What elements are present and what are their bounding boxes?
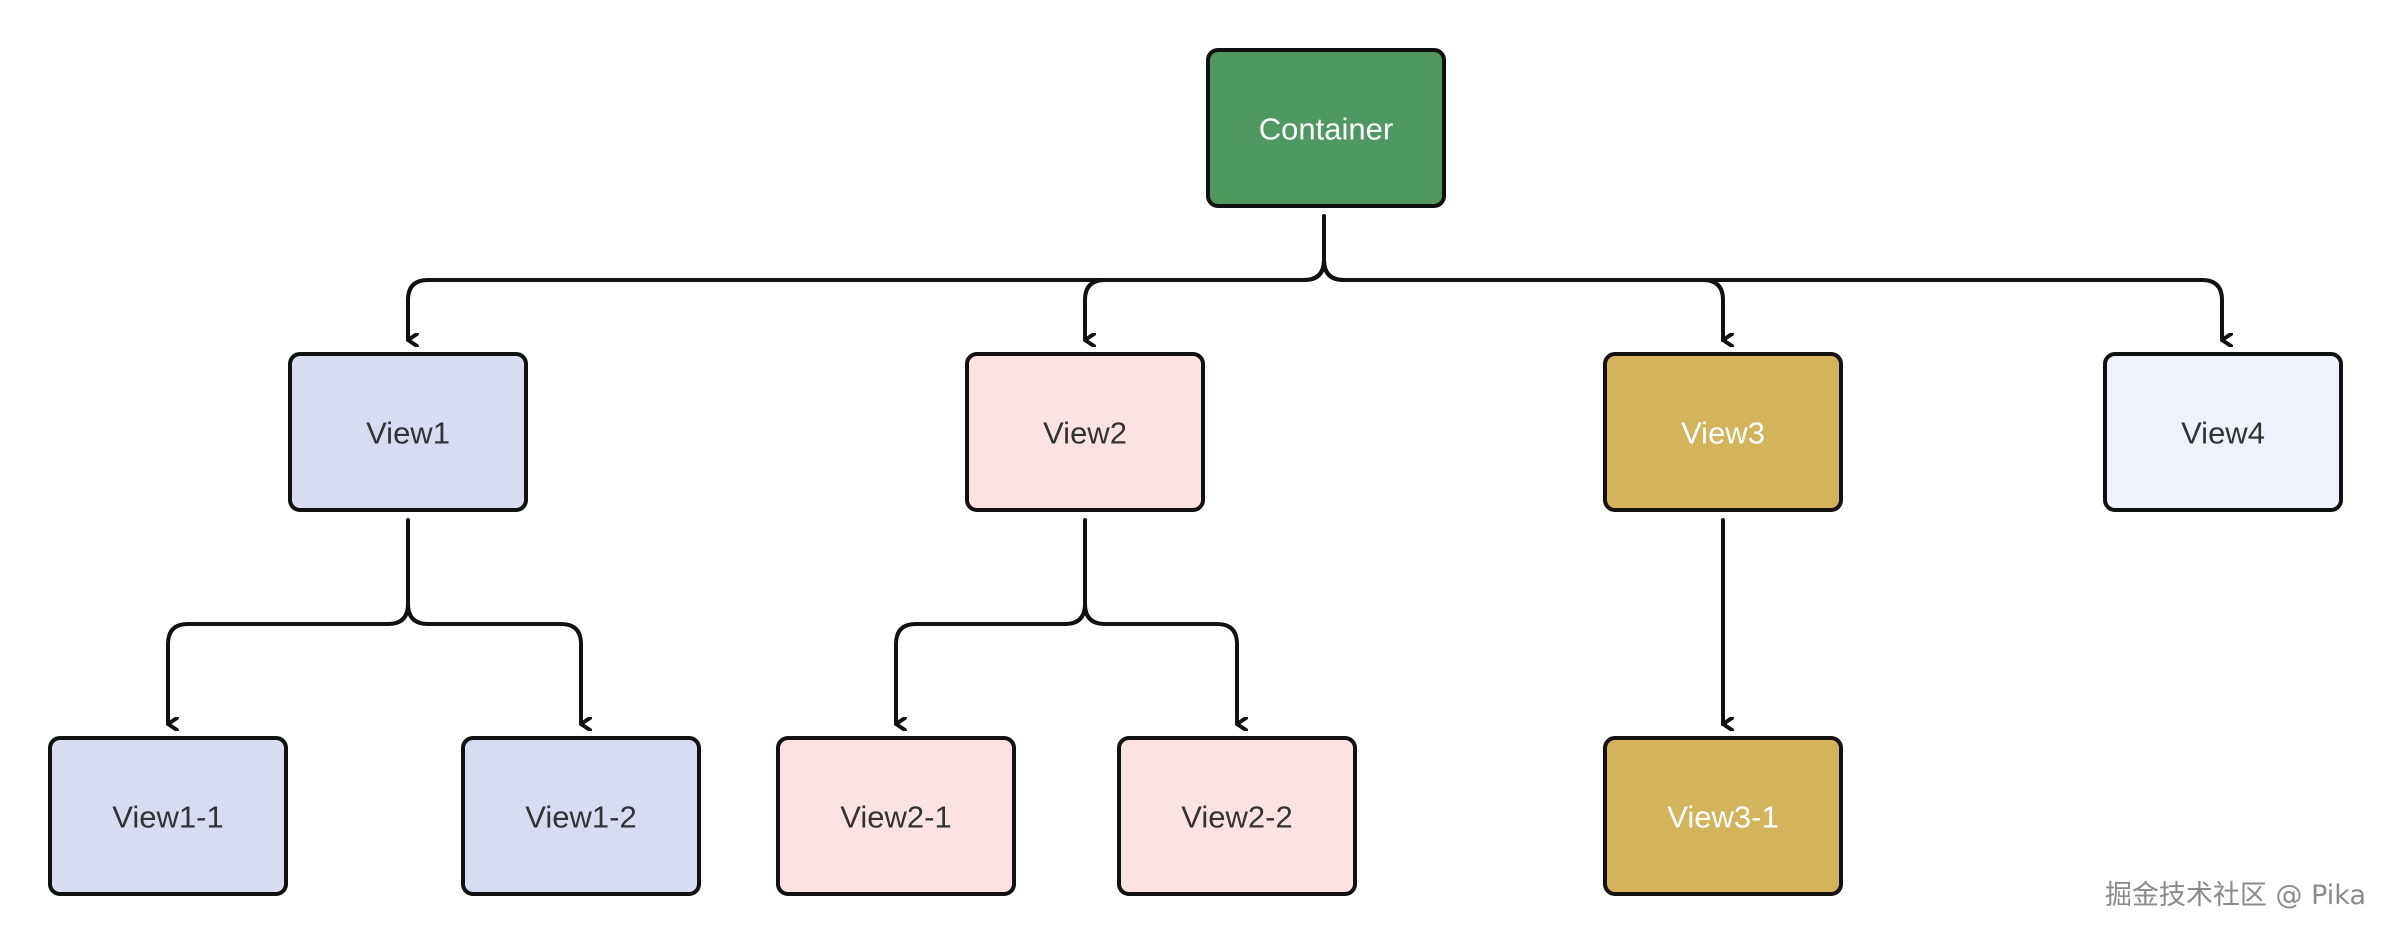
node-view1-box <box>288 352 528 512</box>
edges-group <box>166 214 2222 724</box>
node-view2-1: View2-1 <box>776 736 1016 896</box>
edge-view1-view1-1 <box>166 518 410 724</box>
node-view2-2-box <box>1117 736 1357 896</box>
node-view1-label: View1 <box>366 416 450 451</box>
node-view1-2-label: View1-2 <box>525 800 636 835</box>
node-view2: View2 <box>965 352 1205 512</box>
node-view1: View1 <box>288 352 528 512</box>
node-view1-1: View1-1 <box>48 736 288 896</box>
watermark: 掘金技术社区 @ Pika <box>2104 880 2366 911</box>
node-view3-label: View3 <box>1681 416 1765 451</box>
node-container-box <box>1206 48 1446 208</box>
edge-view2-view2-2 <box>1083 602 1237 724</box>
node-view1-2: View1-2 <box>461 736 701 896</box>
node-view3-1: View3-1 <box>1603 736 1843 896</box>
node-view2-2: View2-2 <box>1117 736 1357 896</box>
edge-view2-view2-1 <box>894 518 1087 724</box>
node-view4-box <box>2103 352 2343 512</box>
node-view3-1-label: View3-1 <box>1667 800 1778 835</box>
node-view4-label: View4 <box>2181 416 2265 451</box>
node-view2-label: View2 <box>1043 416 1127 451</box>
node-view2-1-box <box>776 736 1016 896</box>
node-view2-1-label: View2-1 <box>840 800 951 835</box>
edge-container-view3 <box>1322 258 1723 340</box>
node-view3-1-box <box>1603 736 1843 896</box>
node-view3-box <box>1603 352 1843 512</box>
node-view1-1-label: View1-1 <box>112 800 223 835</box>
node-container-label: Container <box>1259 112 1393 147</box>
edge-container-view2 <box>1083 258 1326 340</box>
nodes-group: Container View1 View2 View3 View4 View1-… <box>48 48 2343 896</box>
node-view1-1-box <box>48 736 288 896</box>
node-view4: View4 <box>2103 352 2343 512</box>
node-view2-box <box>965 352 1205 512</box>
node-container: Container <box>1206 48 1446 208</box>
edge-container-view4 <box>1322 258 2222 340</box>
node-view1-2-box <box>461 736 701 896</box>
edge-view1-view1-2 <box>406 602 581 724</box>
node-view2-2-label: View2-2 <box>1181 800 1292 835</box>
node-view3: View3 <box>1603 352 1843 512</box>
